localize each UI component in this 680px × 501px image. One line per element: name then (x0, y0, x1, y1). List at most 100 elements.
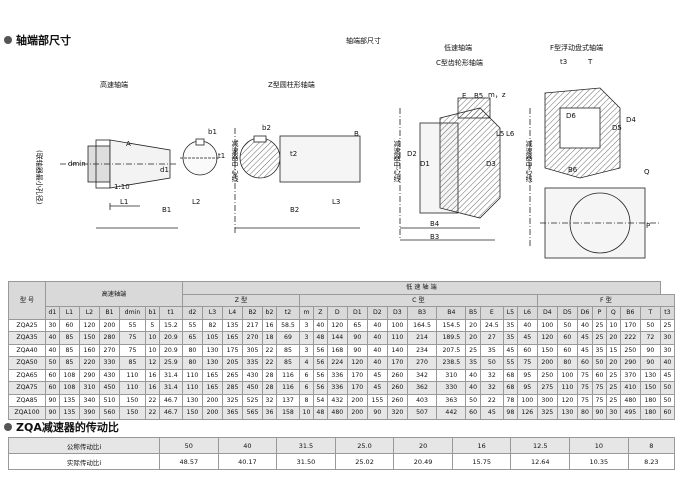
header-high-speed: 高速轴端 (45, 281, 183, 307)
table-cell: 305 (242, 343, 264, 357)
table-cell: 430 (98, 368, 120, 382)
table-cell: 126 (516, 406, 538, 420)
table-cell: 20 (605, 331, 621, 345)
table-cell: 36 (262, 406, 277, 420)
table-cell: 60 (556, 331, 578, 345)
column-header-b4: B4 (436, 306, 467, 320)
table-cell: 510 (98, 393, 120, 407)
dim-D4: D4 (626, 116, 636, 124)
table-cell: 189.5 (436, 331, 467, 345)
table-cell: 60 (465, 406, 481, 420)
table-cell: 340 (78, 393, 100, 407)
table-cell: 25 (465, 343, 481, 357)
table-cell: 12 (144, 356, 160, 370)
table-cell: 3 (299, 343, 314, 357)
table-cell: 108 (58, 368, 80, 382)
table-cell: 25 (592, 331, 607, 345)
table-cell: 565 (242, 406, 264, 420)
table-cell: 68 (502, 381, 518, 395)
table-cell: 234 (406, 343, 438, 357)
table-cell: 56 (312, 343, 328, 357)
table-cell: 55 (502, 356, 518, 370)
table-cell: 180 (639, 406, 661, 420)
table-cell: 200 (536, 356, 558, 370)
table-cell: 310 (436, 368, 467, 382)
table-cell: 90 (639, 356, 661, 370)
dim-mz: m，z (488, 91, 506, 99)
table-cell: 110 (118, 381, 146, 395)
column-header-b2: B2 (242, 306, 264, 320)
table-cell: 200 (346, 406, 368, 420)
section-title-shaft-dimensions: 轴端部尺寸 (4, 32, 71, 48)
table-cell: 442 (436, 406, 467, 420)
table-cell: 5 (144, 318, 160, 332)
nominal-ratio-label: 公称传动比i (8, 437, 160, 454)
table-cell: 40 (465, 368, 481, 382)
column-header-b3: B3 (406, 306, 438, 320)
dim-L1: L1 (120, 198, 129, 206)
dim-Q: Q (644, 168, 650, 176)
table-cell: 90 (366, 406, 388, 420)
table-cell: 25 (592, 318, 607, 332)
column-header-d1: D1 (346, 306, 368, 320)
dim-B1: B1 (162, 206, 172, 214)
column-header-l6: L6 (516, 306, 538, 320)
table-cell: 158 (275, 406, 301, 420)
dim-t3: t3 (560, 58, 568, 66)
table-cell: 35 (502, 331, 518, 345)
table-cell: 35 (592, 343, 607, 357)
table-cell: 150 (536, 343, 558, 357)
table-cell: 54 (312, 393, 328, 407)
dim-dmin: dmin (68, 160, 86, 168)
column-header-l2: L2 (78, 306, 100, 320)
nominal-ratio-cell: 50 (159, 437, 219, 454)
model-cell: ZQA85 (8, 393, 46, 407)
table-cell: 90 (45, 393, 60, 407)
table-cell: 50 (659, 393, 676, 407)
table-cell: 50 (479, 356, 504, 370)
model-cell: ZQA40 (8, 343, 46, 357)
table-cell: 75 (592, 381, 607, 395)
table-cell: 60 (58, 318, 80, 332)
z-type-cylindrical-shaft (234, 128, 361, 233)
table-cell: 110 (181, 368, 203, 382)
coupling-note-label: (联轴器最小孔径) (35, 150, 43, 205)
dim-t1: t1 (218, 152, 226, 160)
actual-ratio-cell: 15.75 (451, 453, 512, 470)
dim-B: B (354, 130, 359, 138)
table-cell: 75 (592, 393, 607, 407)
table-cell: 31.4 (158, 381, 183, 395)
table-cell: 330 (98, 356, 120, 370)
table-cell: 55 (118, 318, 146, 332)
dim-P: P (646, 222, 651, 230)
column-header-l4: L4 (221, 306, 244, 320)
table-cell: 30 (659, 331, 676, 345)
table-cell: 130 (181, 393, 203, 407)
column-header-p: P (592, 306, 607, 320)
table-cell: 290 (78, 368, 100, 382)
table-cell: 335 (242, 356, 264, 370)
table-cell: 390 (78, 406, 100, 420)
table-cell: 75 (516, 356, 538, 370)
table-cell: 100 (386, 318, 408, 332)
actual-ratio-cell: 8.23 (627, 453, 676, 470)
column-header-d2: D2 (366, 306, 388, 320)
dim-b2: b2 (262, 124, 271, 132)
actual-ratio-label: 实际传动比i (8, 453, 160, 470)
table-cell: 16 (144, 368, 160, 382)
column-header-t1: t1 (158, 306, 183, 320)
table-cell: 120 (536, 331, 558, 345)
table-cell: 8 (299, 393, 314, 407)
dim-B2: B2 (290, 206, 300, 214)
table-cell: 450 (242, 381, 264, 395)
table-cell: 560 (98, 406, 120, 420)
table-cell: 45 (576, 343, 594, 357)
table-cell: 40 (516, 318, 538, 332)
center-line-label-c: 减速器中心线 (393, 140, 401, 182)
column-header-t2: t2 (275, 306, 301, 320)
column-header-d1: d1 (45, 306, 60, 320)
dim-D6: D6 (566, 112, 576, 120)
